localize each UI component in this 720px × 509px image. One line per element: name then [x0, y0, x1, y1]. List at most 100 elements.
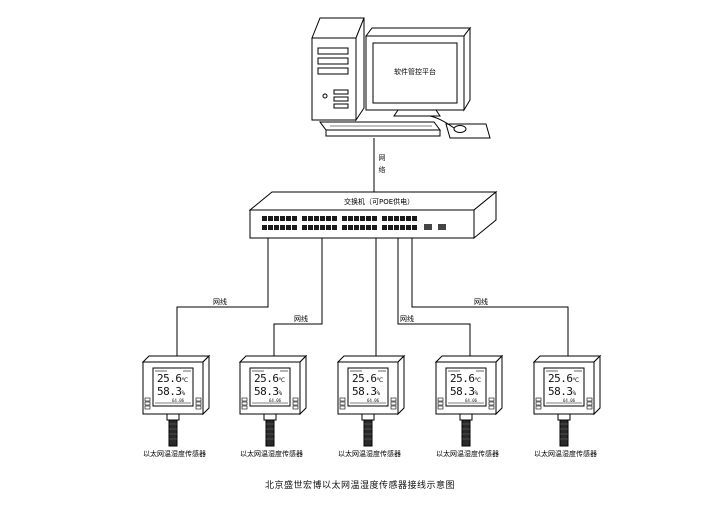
sensor-side-button — [488, 405, 495, 410]
switch-port — [412, 225, 417, 230]
sensor-side-button — [586, 397, 593, 402]
sensor-side-button — [390, 397, 397, 402]
sensor-humidity: 58.3% — [352, 385, 380, 398]
cable-label-1: 网线 — [213, 298, 227, 306]
probe-cap — [263, 413, 277, 421]
switch-port — [348, 225, 353, 230]
sensor-small-reading: 64.06 — [172, 398, 185, 403]
sensor-temp: 25.6℃ — [352, 372, 383, 385]
switch-port — [382, 225, 387, 230]
sensor-side-button — [535, 405, 542, 410]
sensor-temp: 25.6℃ — [450, 372, 481, 385]
probe-cap — [166, 413, 180, 421]
sensor-side-button — [292, 397, 299, 402]
probe-cap — [361, 413, 375, 421]
switch-port — [348, 216, 353, 221]
switch-port — [360, 216, 365, 221]
switch-port — [388, 225, 393, 230]
switch-port — [394, 225, 399, 230]
switch-port — [262, 225, 267, 230]
sensor-screen — [347, 367, 389, 407]
sensor-device — [532, 354, 602, 447]
sensor-side-button — [586, 401, 593, 406]
sensor-side-button — [144, 401, 151, 406]
switch-port — [372, 216, 377, 221]
cable-label-4: 网线 — [474, 298, 488, 306]
probe — [363, 419, 373, 447]
sensor-small-reading: 64.06 — [367, 398, 380, 403]
sensor-label: 以太网温湿度传感器 — [338, 450, 401, 458]
cable-label-3: 网线 — [400, 315, 414, 323]
switch-port — [366, 225, 371, 230]
sensor-side-button — [437, 397, 444, 402]
sensor-side-button — [292, 405, 299, 410]
sensor-side-button — [339, 401, 346, 406]
sensor-device — [238, 354, 308, 447]
sensor-small-reading: 64.06 — [563, 398, 576, 403]
sensor-side-button — [390, 405, 397, 410]
switch-port — [354, 225, 359, 230]
network-switch — [248, 190, 498, 240]
switch-port — [286, 225, 291, 230]
switch-label: 交换机（可POE供电） — [344, 198, 415, 206]
sensor-side-button — [195, 397, 202, 402]
switch-port — [394, 216, 399, 221]
switch-port — [308, 216, 313, 221]
sensor-label: 以太网温湿度传感器 — [143, 450, 206, 458]
sensor-side-button — [241, 401, 248, 406]
probe-cap — [557, 413, 571, 421]
cable-label-2: 网线 — [294, 315, 308, 323]
network-label-char-1: 网 — [378, 154, 386, 162]
switch-port — [308, 225, 313, 230]
sensor-screen — [445, 367, 487, 407]
switch-port — [366, 216, 371, 221]
switch-port — [320, 225, 325, 230]
switch-port — [400, 225, 405, 230]
switch-port — [320, 216, 325, 221]
switch-port — [332, 225, 337, 230]
sensor-device — [336, 354, 406, 447]
sensor-humidity: 58.3% — [254, 385, 282, 398]
sensor-side-button — [390, 401, 397, 406]
switch-port — [286, 216, 291, 221]
probe-cap — [459, 413, 473, 421]
sensor-side-button — [339, 397, 346, 402]
switch-port — [360, 225, 365, 230]
switch-port — [292, 225, 297, 230]
sensor-humidity: 58.3% — [157, 385, 185, 398]
sensor-label: 以太网温湿度传感器 — [534, 450, 597, 458]
sensor-temp: 25.6℃ — [157, 372, 188, 385]
sensor-humidity: 58.3% — [450, 385, 478, 398]
switch-port — [280, 225, 285, 230]
switch-port — [424, 224, 432, 230]
switch-port — [382, 216, 387, 221]
sensor-small-reading: 64.06 — [269, 398, 282, 403]
sensor-side-button — [195, 405, 202, 410]
sensor-side-button — [488, 401, 495, 406]
sensor-side-button — [437, 405, 444, 410]
switch-port — [372, 225, 377, 230]
probe — [461, 419, 471, 447]
sensor-device — [434, 354, 504, 447]
probe — [559, 419, 569, 447]
diagram-caption: 北京盛世宏博以太网温湿度传感器接线示意图 — [264, 481, 455, 491]
switch-port — [326, 225, 331, 230]
sensor-side-button — [144, 405, 151, 410]
switch-port — [292, 216, 297, 221]
switch-port — [406, 216, 411, 221]
switch-port — [302, 225, 307, 230]
switch-port — [314, 216, 319, 221]
pc-monitor — [365, 26, 471, 117]
sensor-side-button — [241, 397, 248, 402]
switch-port — [326, 216, 331, 221]
probe — [168, 419, 178, 447]
pc-tower — [311, 17, 365, 122]
switch-port — [438, 224, 446, 230]
switch-port — [406, 225, 411, 230]
sensor-side-button — [437, 401, 444, 406]
sensor-side-button — [241, 405, 248, 410]
sensor-label: 以太网温湿度传感器 — [436, 450, 499, 458]
switch-port — [262, 216, 267, 221]
sensor-cables — [176, 238, 569, 356]
